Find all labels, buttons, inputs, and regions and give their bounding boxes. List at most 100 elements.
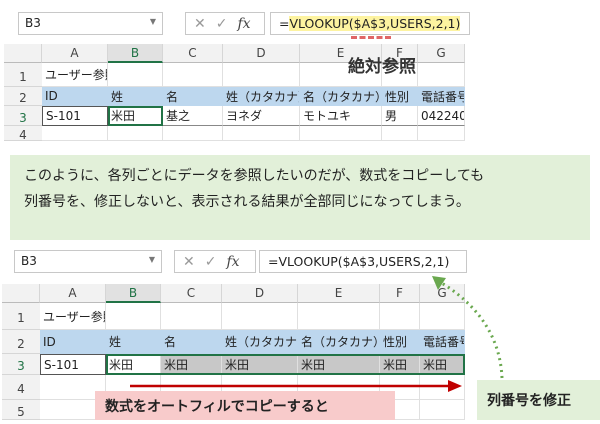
row-header[interactable]: 3 (4, 106, 42, 126)
selection-outline (106, 354, 465, 375)
selection-outline (108, 106, 163, 126)
explanation-note: このように、各列ごとにデータを参照したいのだが、数式をコピーしても列番号を、修正… (10, 155, 590, 240)
cell[interactable] (108, 126, 163, 141)
column-header[interactable]: D (223, 44, 300, 63)
data-cell[interactable]: ヨネダ (223, 106, 300, 126)
row-header[interactable]: 4 (2, 375, 40, 400)
row-header[interactable]: 3 (2, 354, 40, 375)
header-cell[interactable]: 姓（カタカナ） (222, 330, 298, 354)
title-cell[interactable]: ユーザー参照シート (42, 63, 108, 87)
row-header[interactable]: 2 (2, 330, 40, 354)
formula-buttons: ✕ ✓ fx (174, 250, 256, 273)
row-header[interactable]: 1 (4, 63, 42, 87)
formula-prefix: = (279, 16, 290, 31)
header-cell[interactable]: ID (40, 330, 106, 354)
cell[interactable] (380, 375, 420, 400)
name-box-value: B3 (25, 16, 41, 30)
enter-icon[interactable]: ✓ (215, 15, 228, 32)
note-line-1: このように、各列ごとにデータを参照したいのだが、数式をコピーしても (24, 168, 485, 184)
header-cell[interactable]: 姓 (106, 330, 161, 354)
fx-icon[interactable]: fx (237, 15, 251, 32)
note-line-2: 列番号を、修正しないと、表示される結果が全部同じになってしまう。 (24, 194, 470, 210)
cell[interactable] (42, 126, 108, 141)
cancel-icon[interactable]: ✕ (183, 253, 195, 270)
column-header[interactable]: C (163, 44, 223, 63)
column-header[interactable]: B (108, 44, 163, 63)
column-header[interactable]: B (106, 284, 161, 303)
column-header[interactable]: C (161, 284, 222, 303)
column-header[interactable]: A (42, 44, 108, 63)
column-header[interactable]: E (298, 284, 380, 303)
column-header[interactable]: D (222, 284, 298, 303)
column-header[interactable]: F (380, 284, 420, 303)
cell[interactable] (108, 63, 163, 87)
enter-icon[interactable]: ✓ (204, 253, 217, 270)
cell[interactable] (380, 303, 420, 330)
name-box-value: B3 (21, 254, 37, 268)
header-cell[interactable]: 姓（カタカナ） (223, 87, 300, 106)
cell[interactable] (420, 303, 465, 330)
data-cell[interactable]: S-101 (42, 106, 108, 126)
formula-bar[interactable]: =VLOOKUP($A$3,USERS,2,1) (259, 250, 467, 273)
column-header[interactable]: A (40, 284, 106, 303)
cell[interactable] (163, 126, 223, 141)
header-cell[interactable]: 性別 (380, 330, 420, 354)
column-header[interactable]: E (300, 44, 382, 63)
header-cell[interactable]: ID (42, 87, 108, 106)
cell[interactable] (223, 126, 300, 141)
cell[interactable] (382, 63, 418, 87)
cell[interactable] (298, 303, 380, 330)
cancel-icon[interactable]: ✕ (194, 15, 206, 32)
fx-icon[interactable]: fx (226, 253, 240, 270)
fix-arrow-line (439, 280, 504, 379)
cell[interactable] (418, 126, 465, 141)
fix-callout: 列番号を修正 (477, 380, 600, 420)
absolute-ref-marker (351, 36, 391, 39)
header-cell[interactable]: 電話番号 (418, 87, 465, 106)
data-cell[interactable]: 基之 (163, 106, 223, 126)
header-cell[interactable]: 名（カタカナ） (298, 330, 380, 354)
cell[interactable] (382, 126, 418, 141)
cell[interactable] (40, 375, 106, 400)
column-header[interactable]: G (418, 44, 465, 63)
select-all-corner[interactable] (4, 44, 42, 63)
cell[interactable] (223, 63, 300, 87)
row-header[interactable]: 1 (2, 303, 40, 330)
cell[interactable] (300, 63, 382, 87)
formula-bar[interactable]: =VLOOKUP($A$3,USERS,2,1) (270, 12, 470, 35)
name-box[interactable]: B3 ▼ (14, 250, 162, 273)
title-cell[interactable]: ユーザー参照シート (40, 303, 106, 330)
header-cell[interactable]: 名（カタカナ） (300, 87, 382, 106)
data-cell[interactable]: モトユキ (300, 106, 382, 126)
cell[interactable] (222, 303, 298, 330)
copy-callout: 数式をオートフィルでコピーすると (95, 391, 395, 420)
data-cell[interactable]: S-101 (40, 354, 106, 375)
row-header[interactable]: 4 (4, 126, 42, 142)
header-cell[interactable]: 名 (163, 87, 223, 106)
select-all-corner[interactable] (2, 284, 40, 303)
header-cell[interactable]: 姓 (108, 87, 163, 106)
header-cell[interactable]: 性別 (382, 87, 418, 106)
data-cell[interactable]: 男 (382, 106, 418, 126)
formula-highlight: VLOOKUP($A$3,USERS,2,1) (289, 16, 461, 31)
header-cell[interactable]: 名 (161, 330, 222, 354)
absolute-ref-label: 絶対参照 (348, 57, 416, 77)
cell[interactable] (106, 303, 161, 330)
cell[interactable] (300, 126, 382, 141)
cell[interactable] (418, 63, 465, 87)
data-cell[interactable]: 042240 (418, 106, 465, 126)
column-header[interactable]: F (382, 44, 418, 63)
cell[interactable] (161, 303, 222, 330)
row-header[interactable]: 2 (4, 87, 42, 106)
formula-buttons: ✕ ✓ fx (185, 12, 265, 35)
fix-arrow-head (432, 276, 446, 290)
cell[interactable] (163, 63, 223, 87)
chevron-down-icon[interactable]: ▼ (148, 255, 155, 264)
fill-arrow-head (448, 380, 462, 392)
name-box[interactable]: B3 ▼ (18, 12, 163, 35)
column-header[interactable]: G (420, 284, 465, 303)
header-cell[interactable]: 電話番号 (420, 330, 465, 354)
chevron-down-icon[interactable]: ▼ (149, 17, 156, 26)
cell[interactable] (420, 375, 465, 400)
